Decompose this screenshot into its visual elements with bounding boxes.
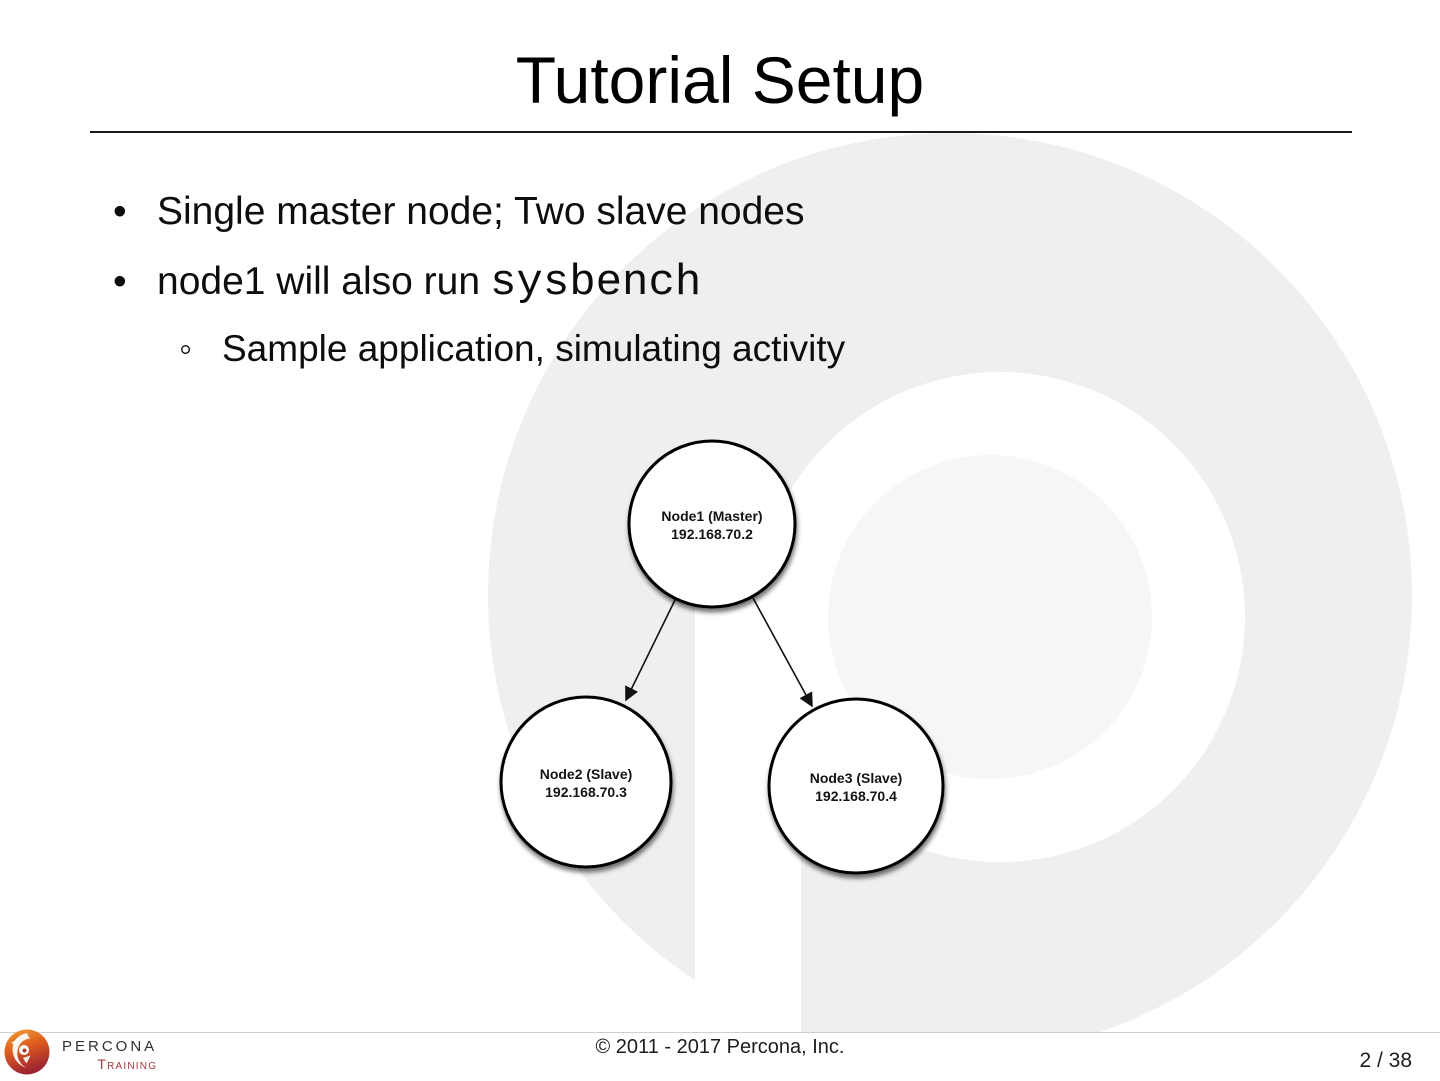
page-title: Tutorial Setup	[515, 43, 925, 117]
node-master: Node1 (Master) 192.168.70.2	[627, 439, 797, 609]
node-ip: 192.168.70.2	[671, 526, 753, 542]
bullet-marker: •	[113, 190, 127, 233]
node-slave3: Node3 (Slave) 192.168.70.4	[767, 697, 945, 875]
percona-watermark-icon	[488, 133, 1412, 1032]
node-circle	[499, 695, 673, 869]
owl-beak	[23, 1055, 31, 1064]
bullet-marker: •	[113, 260, 127, 303]
bullet-text: Sample application, simulating activity	[222, 328, 846, 369]
arrow-master-to-slave3	[752, 597, 813, 708]
node-circle	[767, 697, 945, 875]
percona-logo-icon	[4, 1029, 50, 1075]
copyright-text: © 2011 - 2017 Percona, Inc.	[595, 1036, 845, 1058]
brand-block: PERCONA Training	[62, 1038, 158, 1072]
inline-code: sysbench	[490, 258, 702, 308]
bullet-subitem-1: ◦ Sample application, simulating activit…	[179, 326, 845, 371]
node-slave2: Node2 (Slave) 192.168.70.3	[499, 695, 673, 869]
node-circle	[627, 439, 797, 609]
bullet-item-2: • node1 will also run sysbench	[113, 257, 701, 311]
node-name: Node1 (Master)	[661, 508, 762, 524]
owl-ear	[11, 1037, 20, 1045]
bullet-item-1: • Single master node; Two slave nodes	[113, 188, 805, 236]
brand-name: PERCONA	[62, 1038, 158, 1055]
footer: PERCONA Training © 2011 - 2017 Percona, …	[0, 1029, 1440, 1081]
bullet-text: node1 will also run	[157, 260, 481, 303]
node-ip: 192.168.70.4	[815, 788, 897, 804]
brand-training-label: Training	[97, 1055, 158, 1072]
watermark-counter	[828, 455, 1152, 779]
bullet-text: Single master node; Two slave nodes	[157, 190, 805, 233]
title-divider	[90, 131, 1352, 133]
page-number: 2 / 38	[1359, 1049, 1412, 1072]
node-ip: 192.168.70.3	[545, 784, 627, 800]
arrow-master-to-slave2	[625, 599, 676, 702]
owl-pupil	[22, 1048, 27, 1053]
replication-diagram: Node1 (Master) 192.168.70.2 Node2 (Slave…	[499, 439, 945, 875]
sub-bullet-marker: ◦	[179, 328, 193, 369]
node-name: Node3 (Slave)	[810, 770, 903, 786]
node-name: Node2 (Slave)	[540, 766, 633, 782]
